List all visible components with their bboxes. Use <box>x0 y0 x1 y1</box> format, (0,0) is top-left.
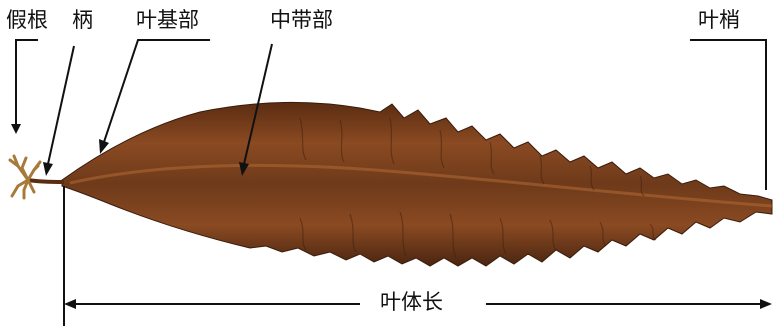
label-holdfast: 假根 <box>6 8 48 32</box>
length-arrow-left <box>64 299 76 309</box>
label-blade-base: 叶基部 <box>136 8 199 32</box>
tip-bracket <box>690 40 766 190</box>
holdfast-arrowhead <box>11 124 21 134</box>
label-middle-band: 中带部 <box>270 8 333 32</box>
length-arrow-right <box>760 299 772 309</box>
label-stipe: 柄 <box>72 8 93 32</box>
label-blade-length: 叶体长 <box>380 290 443 314</box>
label-blade-tip: 叶梢 <box>698 8 740 32</box>
holdfast-bracket <box>16 40 38 124</box>
stipe-pointer <box>48 46 74 164</box>
blade <box>62 102 772 266</box>
stipe-arrowhead <box>43 162 53 176</box>
stipe <box>28 180 64 182</box>
holdfast <box>10 156 40 198</box>
